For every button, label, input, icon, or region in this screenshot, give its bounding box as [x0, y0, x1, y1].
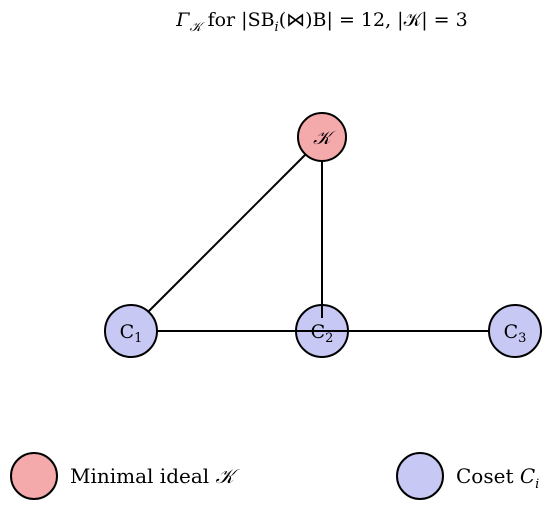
title-gamma: Γ	[175, 9, 190, 31]
legend-ideal-swatch	[10, 452, 58, 500]
legend-coset-swatch	[396, 452, 444, 500]
node-c2-label: C2	[311, 321, 334, 346]
legend-item-ideal: Minimal ideal 𝒦	[10, 452, 241, 500]
node-k-circle	[297, 112, 347, 162]
node-c1-label: C1	[120, 321, 143, 346]
legend-ideal-label: Minimal ideal 𝒦	[70, 464, 241, 488]
legend-coset-label: Coset Ci	[456, 464, 539, 492]
legend-item-coset: Coset Ci	[396, 452, 539, 500]
title-body-subscript: i	[275, 20, 279, 35]
node-c3-circle	[488, 304, 542, 358]
node-c3: C3	[488, 304, 542, 358]
legend: Minimal ideal 𝒦 Coset Ci	[10, 452, 539, 500]
title-rest: (⋈)B| = 12, |𝒦| = 3	[279, 9, 468, 31]
title-gamma-subscript: 𝒦	[189, 20, 205, 35]
node-c1-circle	[104, 304, 158, 358]
title-body: for |SB	[202, 9, 275, 31]
edge-k-c1	[146, 154, 306, 314]
edges-group	[146, 154, 489, 332]
node-c3-label: C3	[504, 321, 527, 346]
node-c1: C1	[104, 304, 158, 358]
diagram-title: Γ𝒦 for |SBi(⋈)B| = 12, |𝒦| = 3	[175, 9, 467, 35]
node-k: 𝒦	[297, 112, 347, 162]
node-c2: C2	[295, 304, 349, 358]
